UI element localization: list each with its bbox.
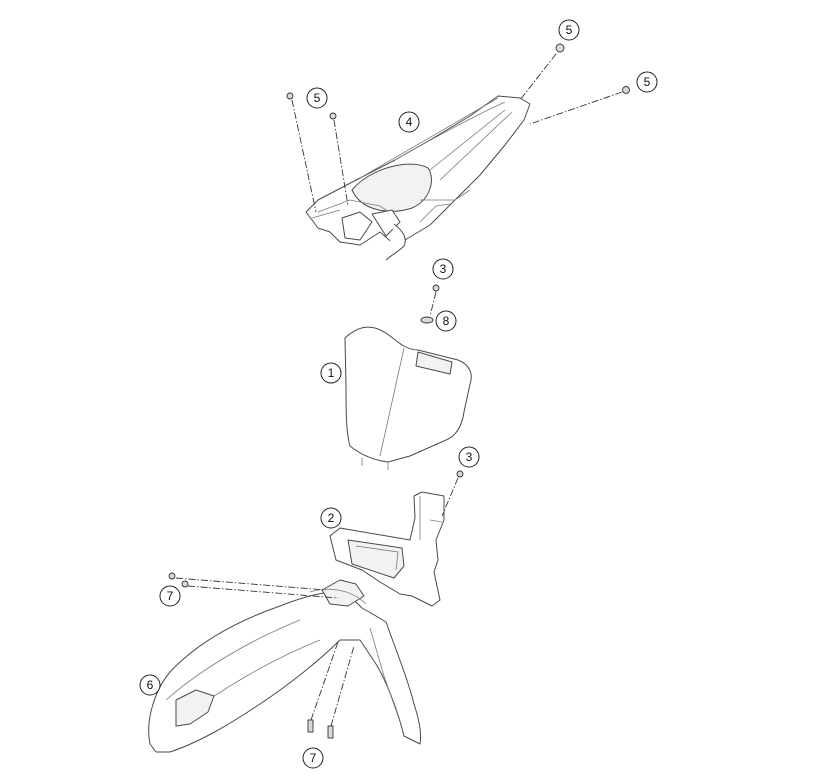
callout-circle: [302, 747, 324, 769]
bolt-7b2-icon: [327, 725, 334, 739]
callout-7a: 7: [159, 585, 181, 607]
callout-label: 4: [406, 115, 413, 129]
callout-circle: [306, 87, 328, 109]
headlight-bracket-part: [329, 491, 445, 607]
callout-circle: [432, 258, 454, 280]
bolt-3b-icon: [456, 470, 464, 478]
callout-label: 5: [314, 91, 321, 105]
callout-7b: 7: [302, 747, 324, 769]
callout-label: 7: [310, 751, 317, 765]
bolt-7b1-icon: [307, 719, 314, 733]
front-fender-part: [148, 579, 421, 753]
callout-circle: [159, 585, 181, 607]
callout-label: 6: [147, 678, 154, 692]
callout-circle: [636, 71, 658, 93]
callout-label: 8: [443, 314, 450, 328]
callout-label: 2: [328, 511, 335, 525]
callout-5a: 5: [558, 19, 580, 41]
callout-6: 6: [139, 674, 161, 696]
callout-circle: [558, 19, 580, 41]
bolt-7a2-icon: [181, 580, 189, 588]
callout-circle: [139, 674, 161, 696]
callout-circle: [435, 310, 457, 332]
fasteners: [168, 43, 630, 739]
number-plate-part: [344, 326, 472, 470]
callout-label: 5: [644, 75, 651, 89]
callout-label: 7: [167, 589, 174, 603]
callout-4: 4: [398, 111, 420, 133]
callout-3b: 3: [458, 446, 480, 468]
bolt-5c-icon: [622, 86, 630, 94]
callout-label: 3: [440, 262, 447, 276]
rear-fender-part: [305, 95, 531, 261]
callout-1: 1: [320, 362, 342, 384]
callout-circle: [398, 111, 420, 133]
bolt-3a-icon: [432, 284, 440, 292]
callout-label: 1: [328, 366, 335, 380]
bolt-5b2-icon: [329, 112, 337, 120]
callout-5b: 5: [306, 87, 328, 109]
callout-8: 8: [435, 310, 457, 332]
callout-5c: 5: [636, 71, 658, 93]
callout-2: 2: [320, 507, 342, 529]
callout-3a: 3: [432, 258, 454, 280]
bolt-7a1-icon: [168, 572, 176, 580]
callout-circle: [458, 446, 480, 468]
washer-8-icon: [420, 316, 434, 324]
callout-circle: [320, 362, 342, 384]
bolt-5a-icon: [555, 43, 565, 53]
callout-label: 5: [566, 23, 573, 37]
callout-circle: [320, 507, 342, 529]
leader-lines: [175, 53, 623, 727]
callout-label: 3: [466, 450, 473, 464]
bolt-5b1-icon: [286, 92, 294, 100]
